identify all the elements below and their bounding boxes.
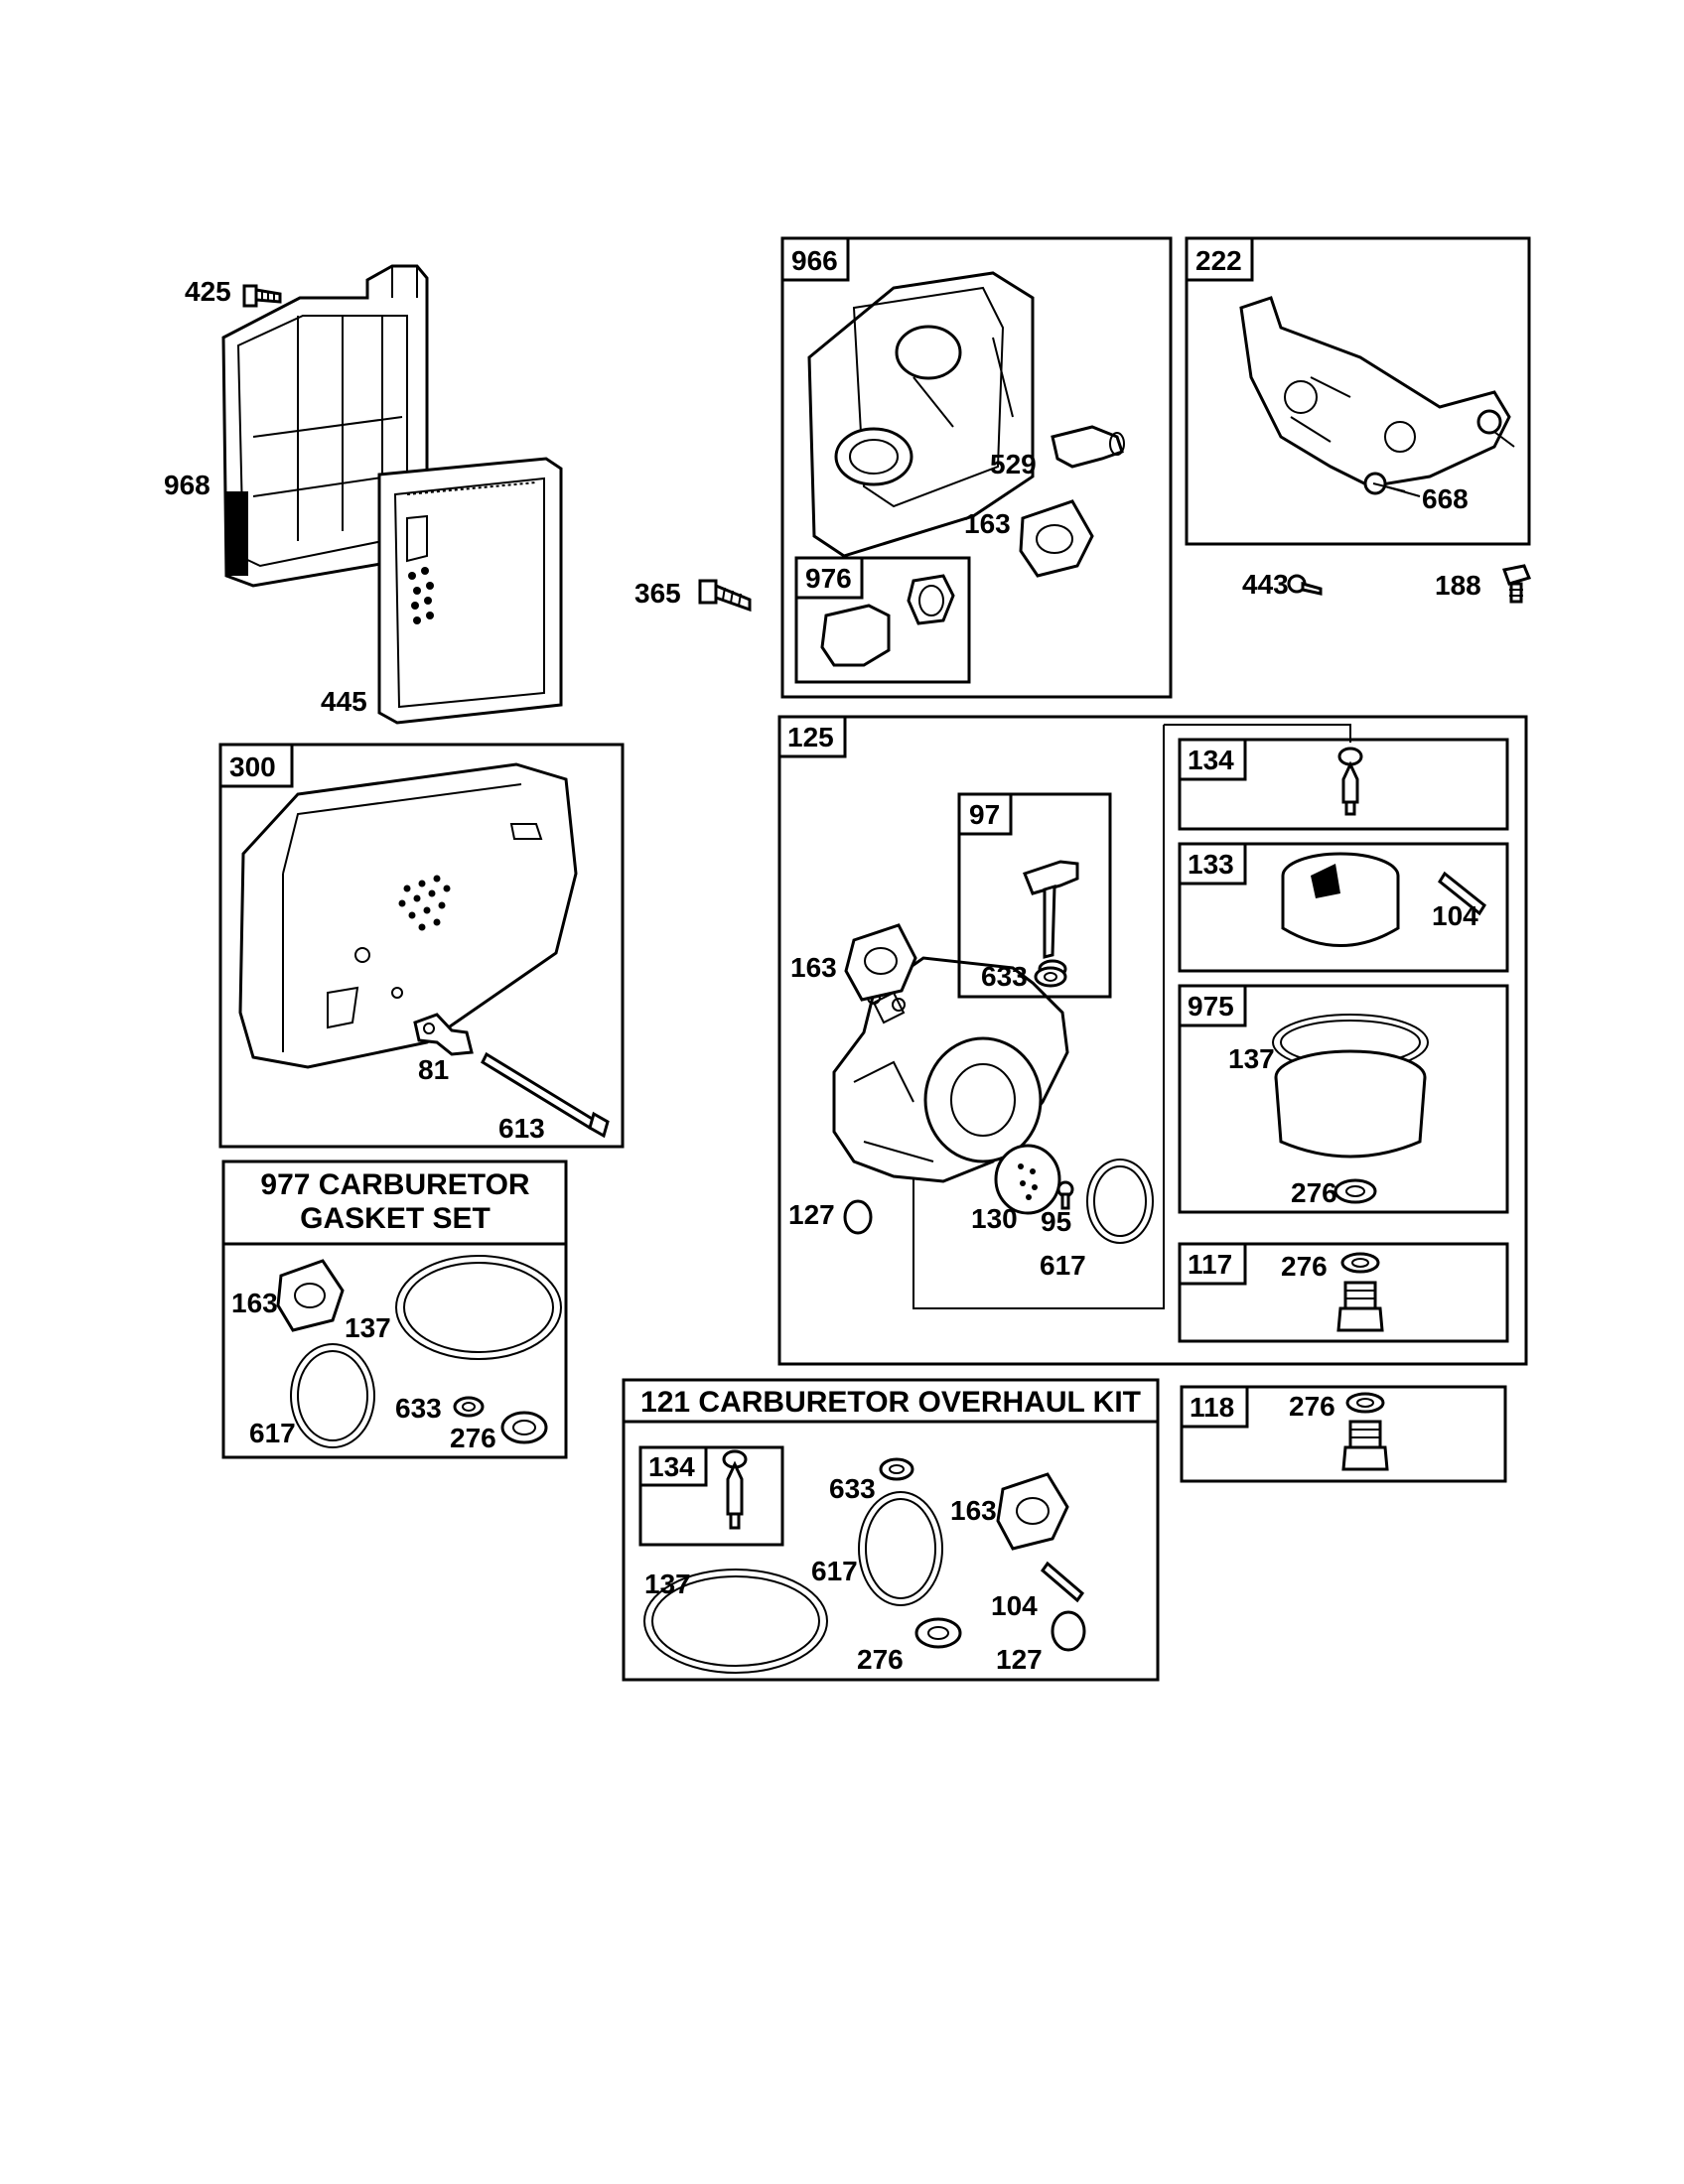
box-300 [218, 743, 625, 1149]
box-label-134-kit: 134 [648, 1451, 695, 1482]
box-977-gasket-set [221, 1160, 568, 1459]
overhaul-kit-title: 121 CARBURETOR OVERHAUL KIT [640, 1386, 1141, 1419]
callout-95: 95 [1041, 1206, 1071, 1237]
callout-365: 365 [634, 578, 681, 609]
tube-529-drawing [1051, 425, 1125, 469]
callout-276-a: 276 [450, 1423, 496, 1453]
box-97 [957, 792, 1112, 999]
callout-137-b: 137 [1228, 1043, 1275, 1074]
box-125 [777, 715, 1528, 1366]
callout-137-a: 137 [345, 1312, 391, 1343]
callout-668: 668 [1422, 483, 1469, 514]
callout-188: 188 [1435, 570, 1481, 601]
box-label-222: 222 [1195, 245, 1242, 276]
callout-276-e: 276 [857, 1644, 904, 1675]
screw-95-drawing [1056, 1180, 1074, 1210]
callout-633-a: 633 [395, 1393, 442, 1424]
callout-633-b: 633 [981, 961, 1028, 992]
callout-613: 613 [498, 1113, 545, 1144]
gasket-163-top-drawing [1019, 499, 1094, 578]
callout-163-b: 163 [231, 1288, 278, 1318]
bracket-81-drawing [413, 1013, 474, 1056]
kit-titles: 977 CARBURETOR GASKET SET 121 CARBURETOR… [260, 1168, 1141, 1419]
box-label-966: 966 [791, 245, 838, 276]
box-134 [1178, 738, 1509, 831]
screw-188-drawing [1502, 564, 1532, 604]
part-callouts: 425 968 445 365 529 163 668 443 188 81 6… [164, 276, 1481, 1675]
callout-81: 81 [418, 1054, 449, 1085]
box-label-133: 133 [1188, 849, 1234, 880]
callout-163-a: 163 [964, 508, 1011, 539]
bolt-613-drawing [481, 1051, 610, 1139]
callout-130: 130 [971, 1203, 1018, 1234]
callout-127-b: 127 [996, 1644, 1043, 1675]
box-133 [1178, 842, 1509, 973]
box-label-125: 125 [787, 722, 834, 752]
box-numbers: 966 222 976 300 125 97 134 133 975 117 1… [229, 245, 1242, 1482]
callout-425: 425 [185, 276, 231, 307]
screw-443-drawing [1287, 574, 1323, 596]
box-118 [1180, 1385, 1507, 1483]
callout-137-c: 137 [644, 1569, 691, 1599]
box-121-overhaul-kit [622, 1378, 1160, 1682]
gasket-set-title-line1: 977 CARBURETOR [260, 1168, 530, 1201]
callout-443: 443 [1242, 569, 1289, 600]
plug-127-drawing [843, 1199, 873, 1235]
callout-104-a: 104 [1432, 900, 1478, 931]
box-label-97: 97 [969, 799, 1000, 830]
callout-617-b: 617 [1040, 1250, 1086, 1281]
box-label-134: 134 [1188, 745, 1234, 775]
callout-104-b: 104 [991, 1590, 1038, 1621]
callout-617-a: 617 [249, 1418, 296, 1448]
callout-163-d: 163 [950, 1495, 997, 1526]
air-filter-445-drawing [377, 457, 563, 725]
leader-lines [1372, 482, 1406, 492]
callout-617-c: 617 [811, 1556, 858, 1586]
box-117 [1178, 1242, 1509, 1343]
box-label-976: 976 [805, 563, 852, 594]
gasket-163-carb-drawing [844, 923, 917, 1002]
box-975 [1178, 984, 1509, 1214]
bolt-365-drawing [698, 579, 752, 613]
callout-276-c: 276 [1281, 1251, 1328, 1282]
oring-617-carb-drawing [1086, 1159, 1154, 1244]
callout-276-d: 276 [1289, 1391, 1335, 1422]
plate-130-drawing [994, 1144, 1061, 1215]
bolt-425-drawing [242, 284, 282, 308]
callout-276-b: 276 [1291, 1177, 1337, 1208]
callout-633-c: 633 [829, 1473, 876, 1504]
gasket-set-title-line2: GASKET SET [300, 1202, 491, 1235]
box-label-117: 117 [1188, 1249, 1232, 1280]
box-label-975: 975 [1188, 991, 1234, 1022]
box-966 [780, 236, 1173, 699]
box-976 [794, 556, 971, 684]
air-cleaner-base-drawing [221, 264, 429, 588]
box-222 [1185, 236, 1531, 546]
box-label-118: 118 [1190, 1392, 1234, 1423]
callout-163-c: 163 [790, 952, 837, 983]
callout-529: 529 [990, 449, 1037, 479]
callout-968: 968 [164, 470, 210, 500]
box-label-300: 300 [229, 751, 276, 782]
callout-445: 445 [321, 686, 367, 717]
callout-127-a: 127 [788, 1199, 835, 1230]
